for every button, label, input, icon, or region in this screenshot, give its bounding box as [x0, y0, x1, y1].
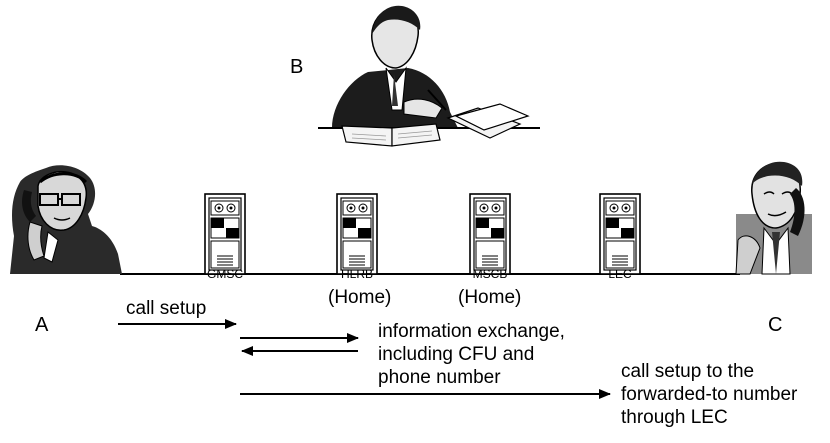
mscb-label: MSCB	[472, 267, 508, 281]
forward-setup-label: call setup to the forwarded-to number th…	[621, 360, 797, 429]
subscriber-at-desk-icon	[318, 5, 540, 147]
caller-icon	[10, 165, 122, 274]
call-setup-label: call setup	[126, 298, 207, 319]
switch-icon-mscb	[469, 193, 511, 275]
info-exchange-line-2: including CFU and	[378, 344, 535, 365]
lec-label: LEC	[608, 267, 632, 281]
forwarded-callee-icon	[735, 161, 812, 275]
mscb-home-label: (Home)	[458, 287, 522, 308]
info-exchange-label: information exchange, including CFU and …	[378, 320, 565, 389]
gmsc-label: GMSC	[207, 267, 243, 281]
info-exchange-line-3: phone number	[378, 367, 501, 388]
forward-setup-line-3: through LEC	[621, 407, 728, 428]
forward-setup-line-2: forwarded-to number	[621, 384, 798, 405]
forward-setup-line-1: call setup to the	[621, 361, 755, 382]
switch-icon-hlrb	[336, 193, 378, 275]
party-b-label: B	[290, 56, 304, 78]
party-a-label: A	[35, 314, 49, 336]
info-exchange-line-1: information exchange,	[378, 321, 565, 342]
switch-icon-lec	[599, 193, 641, 275]
party-c-label: C	[768, 314, 783, 336]
hlrb-home-label: (Home)	[328, 287, 392, 308]
switch-icon-gmsc	[204, 193, 246, 275]
hlrb-label: HLRB	[340, 267, 373, 281]
